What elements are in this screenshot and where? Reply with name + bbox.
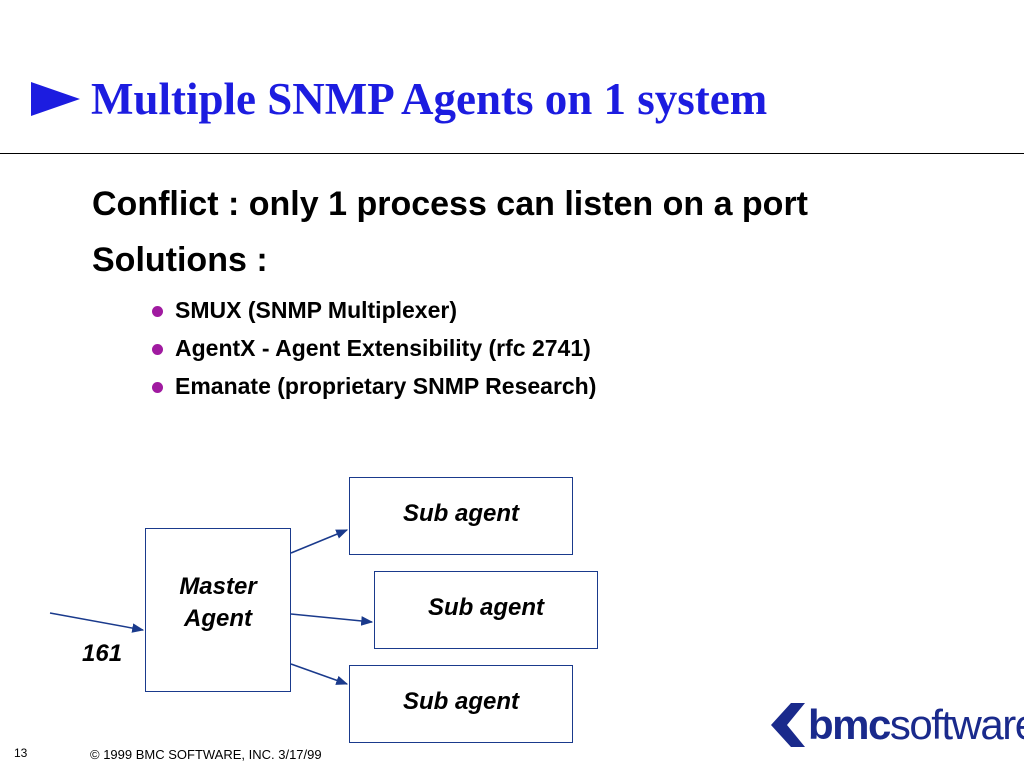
bullet-text: AgentX - Agent Extensibility (rfc 2741) <box>175 335 591 361</box>
master-agent-label-line2: Agent <box>184 605 252 632</box>
subagent-label: Sub agent <box>402 688 519 715</box>
list-item: Emanate (proprietary SNMP Research) <box>152 367 596 405</box>
logo-text-bmc: bmc <box>808 701 891 748</box>
logo-text-software: software <box>889 701 1024 748</box>
conflict-statement: Conflict : only 1 process can listen on … <box>92 185 809 223</box>
title-divider <box>0 153 1024 154</box>
bullet-text: SMUX (SNMP Multiplexer) <box>175 297 457 323</box>
subagent-box-1: Sub agent <box>349 477 573 555</box>
bmc-logo-text: bmcsoftware <box>808 698 1024 752</box>
bullet-icon <box>152 344 163 355</box>
subagent-box-2: Sub agent <box>374 571 598 649</box>
arrow-to-subagent-3 <box>290 663 349 685</box>
title-arrow-icon <box>31 82 80 116</box>
solutions-heading: Solutions : <box>92 241 268 279</box>
solutions-list: SMUX (SNMP Multiplexer) AgentX - Agent E… <box>152 291 596 405</box>
bullet-icon <box>152 306 163 317</box>
list-item: SMUX (SNMP Multiplexer) <box>152 291 596 329</box>
master-agent-label-line1: Master <box>179 573 257 600</box>
subagent-box-3: Sub agent <box>349 665 573 743</box>
master-agent-box: Master Agent <box>145 528 291 692</box>
input-arrow <box>49 612 145 633</box>
copyright-notice: © 1999 BMC SOFTWARE, INC. 3/17/99 <box>90 747 322 762</box>
bullet-text: Emanate (proprietary SNMP Research) <box>175 373 597 399</box>
arrow-to-subagent-2 <box>290 613 374 626</box>
list-item: AgentX - Agent Extensibility (rfc 2741) <box>152 329 596 367</box>
bullet-icon <box>152 382 163 393</box>
page-number: 13 <box>14 746 28 760</box>
subagent-label: Sub agent <box>427 594 544 621</box>
arrow-to-subagent-1 <box>290 529 349 554</box>
port-label: 161 <box>82 640 123 667</box>
bmc-logo-icon <box>771 703 807 747</box>
slide-title: Multiple SNMP Agents on 1 system <box>91 74 768 124</box>
subagent-label: Sub agent <box>402 500 519 527</box>
